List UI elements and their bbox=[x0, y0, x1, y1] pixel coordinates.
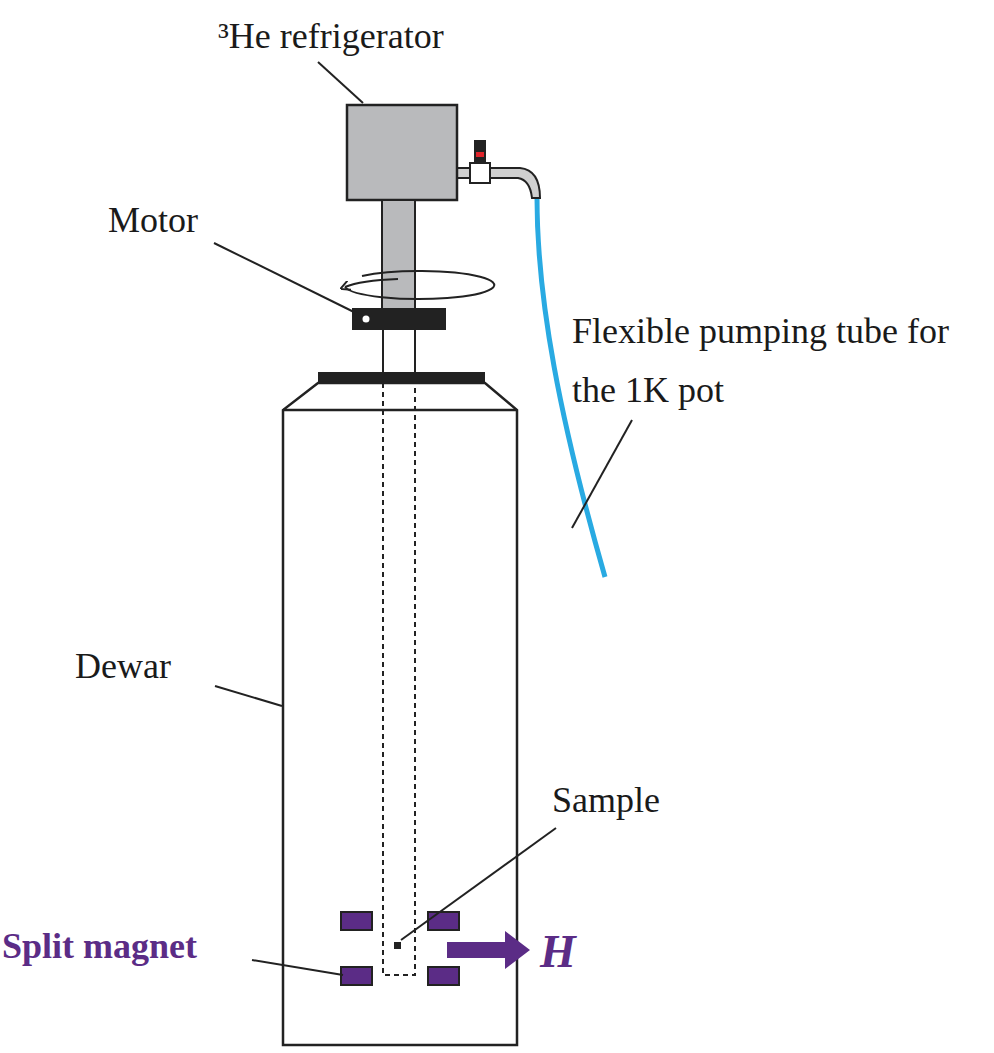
motor bbox=[352, 308, 446, 330]
part-label: Sample bbox=[552, 772, 660, 830]
part-label: Motor bbox=[108, 192, 198, 250]
valve-handle bbox=[474, 140, 486, 163]
motor-dot bbox=[363, 316, 370, 323]
refrigerator-box bbox=[347, 105, 457, 200]
valve-mark bbox=[476, 152, 484, 157]
part-label: Flexible pumping tube for the 1K pot bbox=[572, 302, 990, 421]
field-label: H bbox=[540, 915, 576, 989]
split-magnet bbox=[341, 912, 459, 985]
part-label: Dewar bbox=[75, 638, 171, 696]
rotation-arrow-head bbox=[345, 279, 398, 287]
sample bbox=[394, 942, 401, 949]
part-label: ³He refrigerator bbox=[218, 8, 444, 66]
rotation-arrow bbox=[345, 271, 494, 299]
insert-tube bbox=[383, 383, 415, 975]
leader-lines bbox=[214, 62, 632, 975]
valve bbox=[470, 163, 490, 183]
field-arrow bbox=[447, 931, 530, 969]
magnet-label: Split magnet bbox=[2, 918, 197, 976]
refrigerator-stem bbox=[382, 200, 415, 310]
dewar-lid bbox=[318, 372, 485, 383]
